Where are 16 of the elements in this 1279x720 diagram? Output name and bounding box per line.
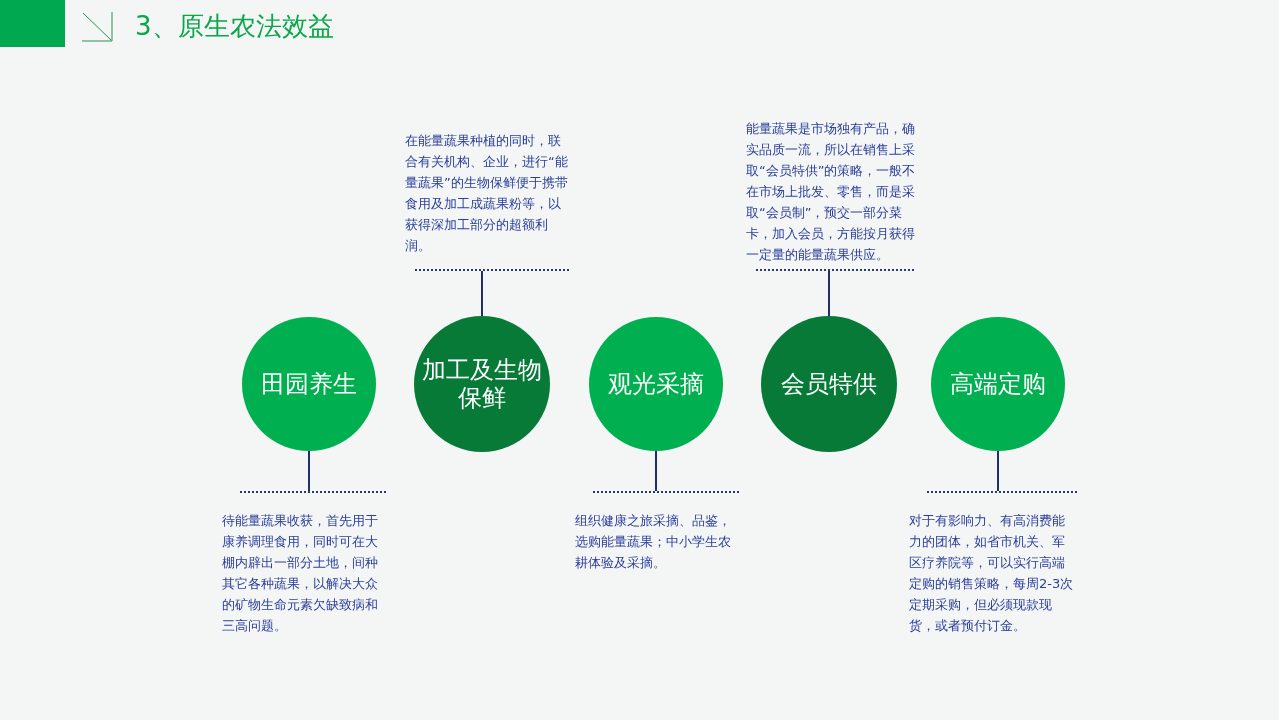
connector-line	[997, 450, 999, 492]
title: 3、原生农法效益	[135, 10, 334, 43]
circle-label: 会员特供	[761, 316, 897, 452]
description-text: 组织健康之旅采摘、品鉴，选购能量蔬果；中小学生农耕体验及采摘。	[575, 510, 741, 573]
connector-line	[828, 270, 830, 317]
description-text: 对于有影响力、有高消费能力的团体，如省市机关、军区疗养院等，可以实行高端定购的销售策略，每周2-3次定期采购，但必须现款现货，或者预付订金。	[909, 510, 1077, 636]
circle-label: 高端定购	[931, 317, 1065, 451]
description-text: 待能量蔬果收获，首先用于康养调理食用，同时可在大棚内辟出一部分土地，间种其它各种蔬果，以解决大众的矿物生命元素欠缺致病和三高问题。	[222, 510, 388, 636]
circle-label: 加工及生物保鲜	[414, 316, 550, 452]
connector-line	[308, 450, 310, 492]
description-text: 能量蔬果是市场独有产品，确实品质一流，所以在销售上采取“会员特供”的策略，一般不在市场上批发、零售，而是采取“会员制”，预交一部分菜卡，加入会员，方能按月获得一定量的能量蔬果供应。	[746, 118, 916, 265]
circle-label: 观光采摘	[589, 317, 723, 451]
description-text: 在能量蔬果种植的同时，联合有关机构、企业，进行“能量蔬果”的生物保鲜便于携带食用及加工成蔬果粉等，以获得深加工部分的超额利润。	[405, 130, 569, 256]
connector-line	[481, 270, 483, 317]
circle-label: 田园养生	[242, 317, 376, 451]
connector-line	[655, 450, 657, 492]
